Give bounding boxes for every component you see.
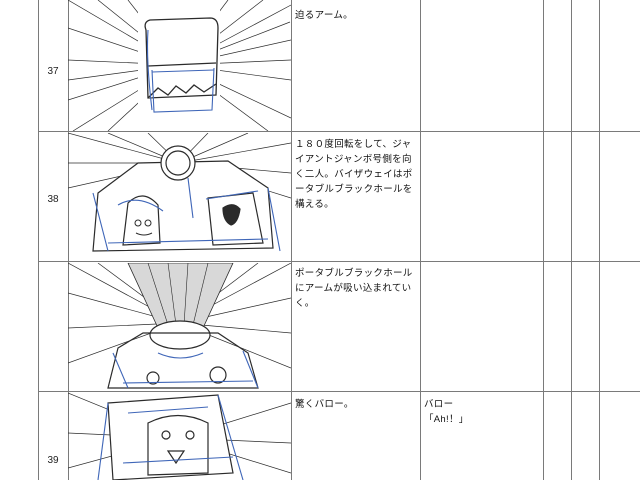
action-text: ポータブルブラックホールにアームが吸い込まれていく。 (295, 268, 413, 309)
column-divider (543, 0, 544, 480)
storyboard-panel-arm-approach (68, 0, 291, 131)
cut-number: 37 (47, 66, 59, 77)
row-divider (38, 261, 640, 262)
column-divider (571, 0, 572, 480)
cut-number: 39 (47, 455, 59, 466)
row-divider (38, 131, 640, 132)
storyboard-panel-arm-absorbed (68, 263, 291, 390)
cut-number: 38 (47, 194, 59, 205)
action-text: １８０度回転をして、ジャイアントジャンボ号側を向く二人。バイザウェイはポータブル… (295, 139, 413, 210)
row-divider (38, 391, 640, 392)
column-divider (599, 0, 600, 480)
column-divider (420, 0, 421, 480)
column-divider (68, 0, 69, 480)
column-divider (291, 0, 292, 480)
storyboard-panel-barrow-surprised (68, 393, 291, 480)
column-divider (38, 0, 39, 480)
dialogue-text: バロー 「Ah!！」 (424, 399, 469, 425)
action-text: 迫るアーム。 (295, 10, 353, 21)
action-text: 驚くバロー。 (295, 399, 354, 410)
storyboard-panel-portable-black-hole (68, 133, 291, 260)
